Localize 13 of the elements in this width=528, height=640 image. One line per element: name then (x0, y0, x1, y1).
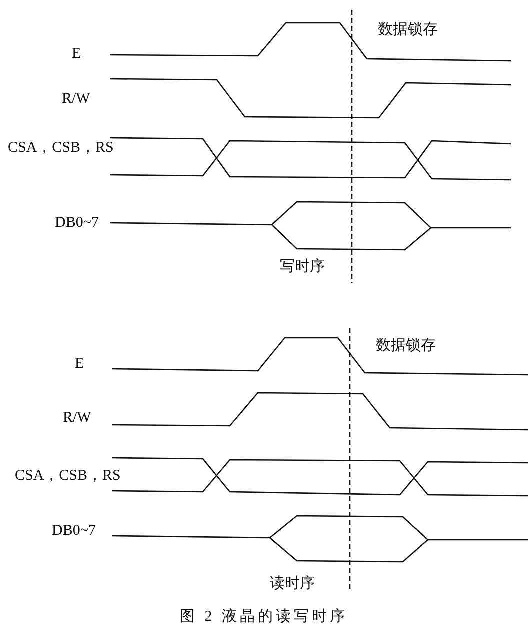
signal-label: R/W (63, 409, 92, 427)
signal-label: CSA，CSB，RS (15, 467, 121, 485)
latch-label: 数据锁存 (378, 21, 438, 39)
signal-label: E (72, 45, 82, 63)
latch-label: 数据锁存 (376, 337, 436, 355)
timing-label: 读时序 (270, 575, 315, 593)
figure-caption: 图 2 液晶的读写时序 (180, 608, 348, 626)
signal-label: CSA，CSB，RS (8, 139, 114, 157)
signal-label: DB0~7 (55, 214, 99, 232)
timing-label: 写时序 (280, 258, 325, 276)
signal-label: R/W (62, 90, 90, 108)
signal-label: DB0~7 (52, 522, 96, 540)
signal-label: E (75, 355, 84, 373)
